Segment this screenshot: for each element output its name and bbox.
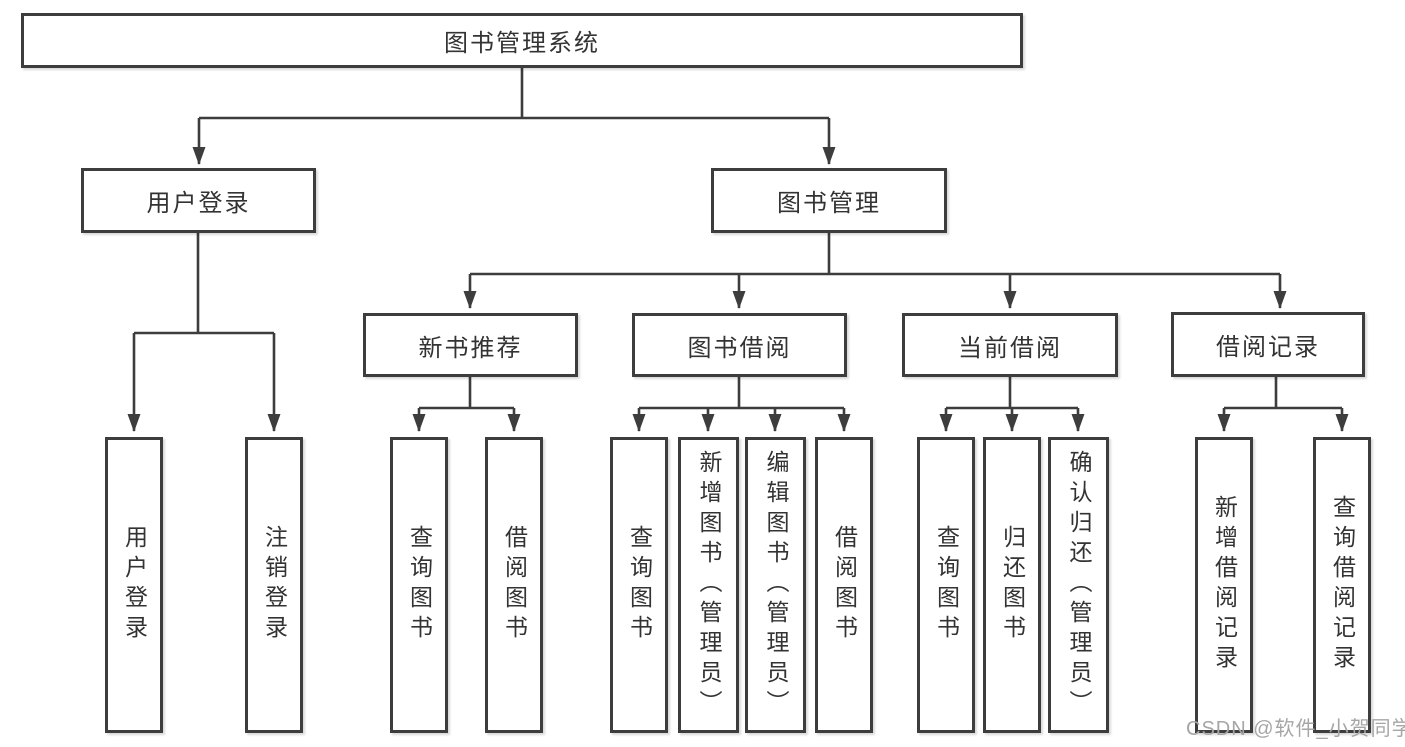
leaf-current-query-books-label: 查询图书 [933, 525, 960, 645]
leaf-borrow-borrow-books-label: 借阅图书 [831, 525, 858, 645]
node-root-label: 图书管理系统 [444, 30, 600, 57]
node-borrowing-records: 借阅记录 [1171, 312, 1365, 377]
node-book-management-label: 图书管理 [777, 190, 881, 217]
leaf-user-login: 用户登录 [105, 437, 163, 733]
leaf-user-login-label: 用户登录 [121, 525, 148, 645]
csdn-watermark: CSDN @软件_小贺同学 [1186, 718, 1405, 740]
leaf-rec-borrow-books: 借阅图书 [485, 437, 543, 733]
node-user-login-label: 用户登录 [146, 190, 251, 217]
leaf-current-confirm-return: 确认归还（管理员） [1048, 437, 1109, 733]
leaf-current-confirm-return-label: 确认归还（管理员） [1066, 450, 1092, 720]
leaf-borrow-edit-books-label: 编辑图书（管理员） [763, 450, 789, 720]
leaf-borrow-query-books: 查询图书 [610, 437, 668, 733]
leaf-borrow-borrow-books: 借阅图书 [815, 437, 873, 733]
node-current-borrowing-label: 当前借阅 [958, 334, 1062, 362]
node-borrowing-records-label: 借阅记录 [1216, 334, 1320, 361]
leaf-borrow-add-books-label: 新增图书（管理员） [696, 450, 722, 720]
leaf-records-add-record: 新增借阅记录 [1195, 437, 1253, 733]
leaf-rec-borrow-books-label: 借阅图书 [501, 525, 528, 645]
leaf-borrow-edit-books: 编辑图书（管理员） [745, 437, 806, 733]
connector-arrows [127, 118, 1349, 432]
node-user-login: 用户登录 [81, 168, 316, 233]
leaf-records-query-record: 查询借阅记录 [1313, 437, 1371, 733]
leaf-current-return-books-label: 归还图书 [999, 525, 1026, 645]
connector-spines [134, 68, 1342, 410]
node-book-borrowing-label: 图书借阅 [687, 334, 792, 362]
node-book-borrowing: 图书借阅 [632, 313, 847, 377]
node-current-borrowing: 当前借阅 [902, 313, 1118, 377]
leaf-logout-label: 注销登录 [261, 525, 288, 645]
leaf-logout: 注销登录 [245, 437, 303, 733]
leaf-borrow-query-books-label: 查询图书 [626, 525, 653, 645]
leaf-rec-query-books: 查询图书 [390, 437, 448, 733]
leaf-records-add-record-label: 新增借阅记录 [1211, 495, 1238, 675]
leaf-rec-query-books-label: 查询图书 [406, 525, 433, 645]
leaf-current-return-books: 归还图书 [983, 437, 1041, 733]
leaf-records-query-record-label: 查询借阅记录 [1329, 495, 1356, 675]
node-root: 图书管理系统 [21, 13, 1023, 68]
node-book-management: 图书管理 [711, 168, 947, 233]
node-new-book-recommend-label: 新书推荐 [418, 334, 523, 362]
node-new-book-recommend: 新书推荐 [363, 313, 578, 377]
leaf-borrow-add-books: 新增图书（管理员） [678, 437, 739, 733]
leaf-current-query-books: 查询图书 [917, 437, 975, 733]
